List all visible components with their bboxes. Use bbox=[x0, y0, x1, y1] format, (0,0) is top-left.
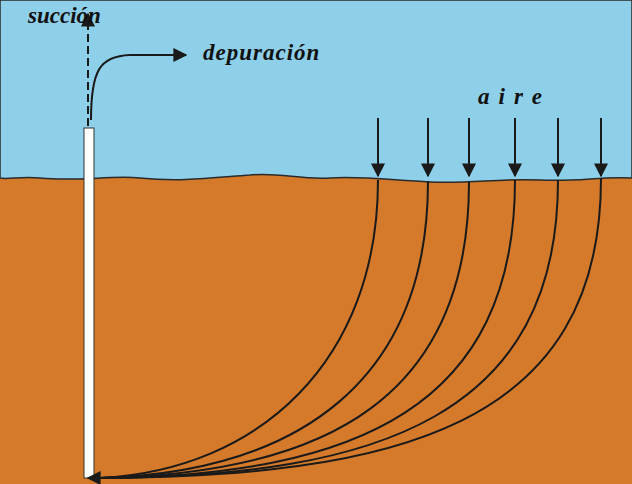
air-arrows bbox=[378, 118, 601, 176]
air-flow-lines bbox=[88, 178, 601, 478]
treatment-label: depuración bbox=[203, 40, 320, 65]
well-pipe bbox=[84, 128, 94, 478]
sky bbox=[0, 0, 632, 182]
air-label: aire bbox=[478, 84, 551, 109]
suction-label: succión bbox=[28, 3, 101, 28]
treatment-arrow bbox=[91, 55, 186, 120]
suction-arrow bbox=[87, 14, 89, 126]
